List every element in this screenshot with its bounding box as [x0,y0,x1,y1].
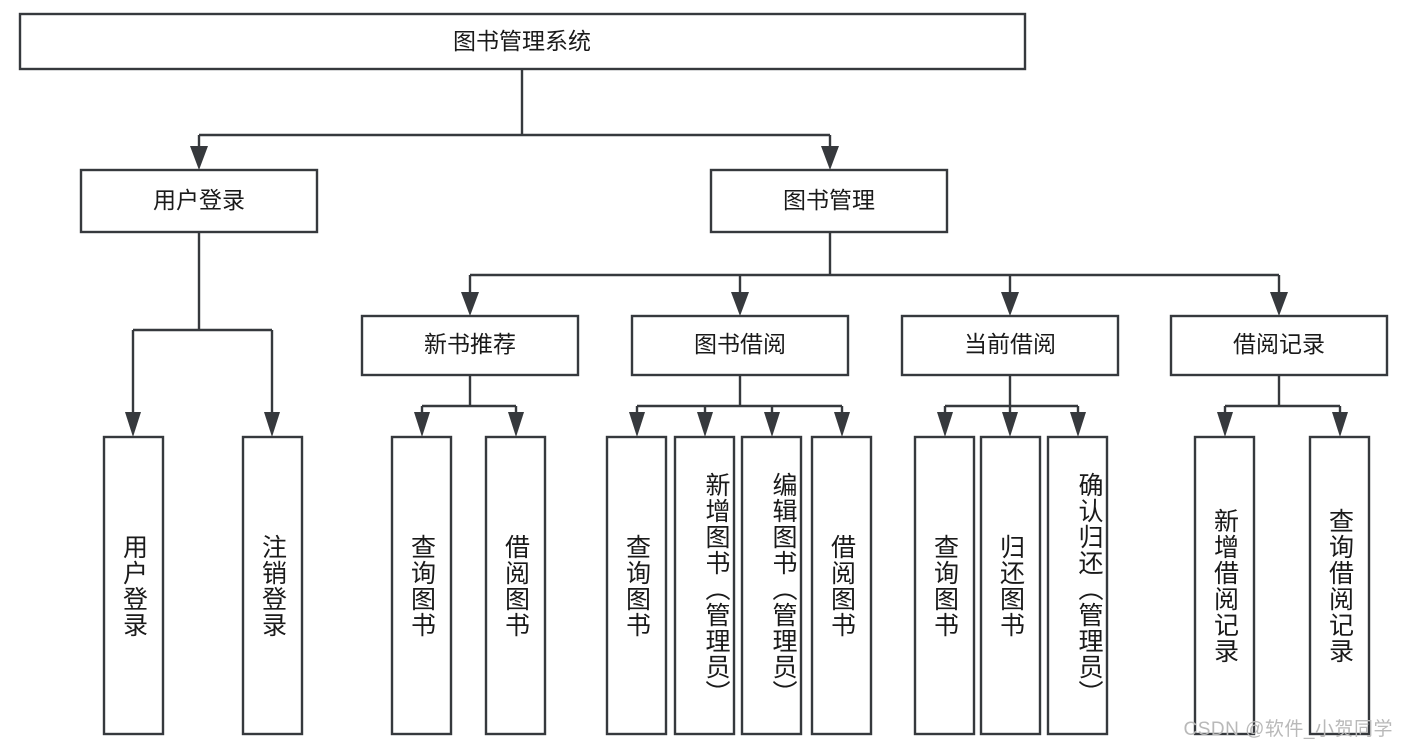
node-current-borrow-label: 当前借阅 [964,331,1056,357]
leaf-edit-book-box[interactable] [740,435,803,736]
arrowhead-leaf-query-book-1 [414,412,430,437]
arrowhead-leaf-return-book [1002,412,1018,437]
arrowhead-leaf-query-book-2 [629,412,645,437]
node-new-book-recommend-label: 新书推荐 [424,331,516,357]
arrowhead-book-management [821,146,839,170]
node-borrow-record-box[interactable] [1169,314,1389,377]
arrowhead-leaf-borrow-book-2 [834,412,850,437]
leaf-borrow-book-2-box[interactable] [810,435,873,736]
leaf-add-book-box[interactable] [673,435,736,736]
arrowhead-leaf-add-record [1217,412,1233,437]
arrowhead-leaf-query-record [1332,412,1348,437]
node-box-layer [18,12,1389,736]
leaf-confirm-return-box[interactable] [1046,435,1109,736]
node-book-management-box[interactable] [709,168,949,234]
leaf-query-book-2-box[interactable] [605,435,668,736]
arrowhead-book-borrow [731,292,749,316]
arrowhead-borrow-record [1270,292,1288,316]
leaf-user-login-box[interactable] [102,435,165,736]
node-root-label: 图书管理系统 [453,28,591,54]
arrowhead-leaf-user-login [125,412,141,437]
arrowhead-leaf-logout-login [264,412,280,437]
arrowhead-leaf-edit-book [764,412,780,437]
leaf-logout-login-box[interactable] [241,435,304,736]
node-root-box[interactable] [18,12,1027,71]
leaf-return-book-box[interactable] [979,435,1042,736]
leaf-query-book-1-box[interactable] [390,435,453,736]
arrowhead-leaf-query-book-3 [937,412,953,437]
leaf-query-book-3-box[interactable] [913,435,976,736]
leaf-query-record-box[interactable] [1308,435,1371,736]
watermark-text: CSDN @软件_小贺同学 [1183,719,1393,740]
leaf-borrow-book-1-box[interactable] [484,435,547,736]
arrowhead-new-book-recommend [461,292,479,316]
node-borrow-record-label: 借阅记录 [1233,331,1325,357]
node-current-borrow-box[interactable] [900,314,1120,377]
connector-layer [125,69,1348,437]
node-book-borrow-label: 图书借阅 [694,331,786,357]
node-user-login-box[interactable] [79,168,319,234]
arrowhead-user-login [190,146,208,170]
node-label-layer: 图书管理系统 用户登录 图书管理 新书推荐 图书借阅 当前借阅 借阅记录 [153,28,1325,357]
arrowhead-current-borrow [1001,292,1019,316]
node-new-book-recommend-box[interactable] [360,314,580,377]
arrowhead-leaf-confirm-return [1070,412,1086,437]
node-book-borrow-box[interactable] [630,314,850,377]
node-book-management-label: 图书管理 [783,187,875,213]
arrowhead-leaf-borrow-book-1 [508,412,524,437]
node-user-login-label: 用户登录 [153,187,245,213]
leaf-add-record-box[interactable] [1193,435,1256,736]
arrowhead-leaf-add-book [697,412,713,437]
